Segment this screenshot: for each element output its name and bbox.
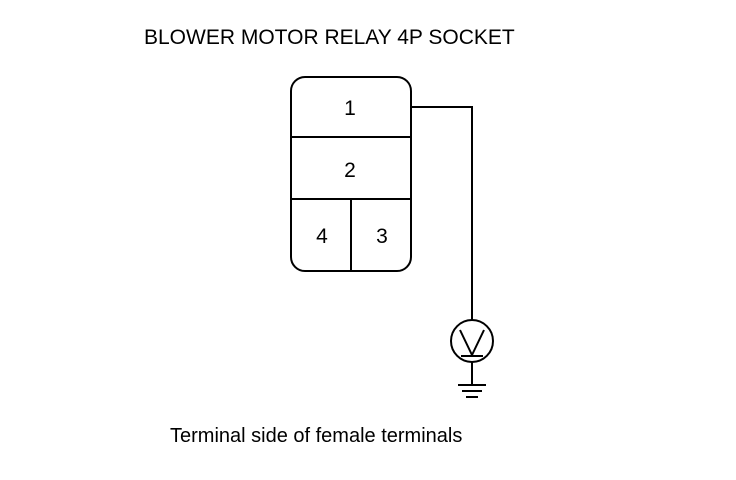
terminal-1-label: 1	[344, 97, 356, 120]
terminal-2-label: 2	[344, 159, 356, 182]
diagram-caption: Terminal side of female terminals	[170, 425, 463, 447]
test-lead-wire	[411, 106, 473, 320]
terminal-4-label: 4	[316, 225, 328, 248]
diagram-title: BLOWER MOTOR RELAY 4P SOCKET	[144, 26, 515, 49]
relay-socket	[290, 76, 412, 272]
voltmeter-icon	[450, 319, 494, 363]
ground-icon	[458, 384, 486, 398]
terminal-3-label: 3	[376, 225, 388, 248]
